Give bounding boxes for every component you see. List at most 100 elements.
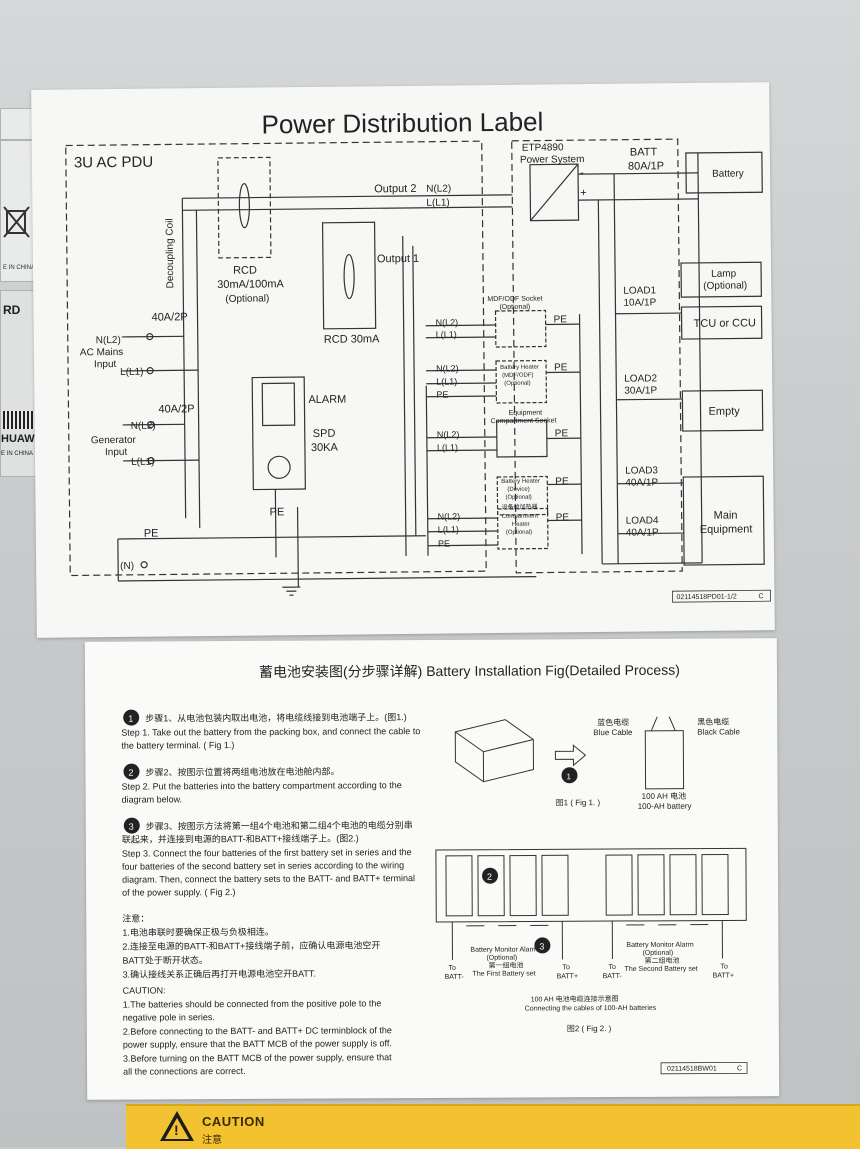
ac-mains-input: Input [94,359,117,370]
sticker-code: RD [3,303,20,317]
heater-mdf-l: L(L1) [436,376,457,386]
ac-mains-label: AC Mains [80,347,123,358]
compartment-heater-optional: (Optional) [506,530,532,536]
caution-strip-title: CAUTION [202,1114,265,1129]
battery-label: Battery [712,168,744,179]
dc-plus: + [580,187,587,199]
pdu-title: 3U AC PDU [74,154,153,172]
caution-title: CAUTION: [123,985,166,995]
mdf-l: L(L1) [436,329,457,339]
label-title: Power Distribution Label [261,107,543,140]
dc-minus: - [580,167,584,179]
fig1-caption: 图1 ( Fig 1. ) [556,798,601,807]
mdf-socket-optional: (Optional) [499,304,530,311]
step3-en-4: of the power supply. ( Fig 2.) [122,887,235,898]
bottom-revision: C [737,1065,742,1072]
output2-l: L(L1) [426,198,449,209]
equipment-label: Equipment [509,410,543,417]
equipment-socket-label: Compartment Socket [491,417,557,425]
load1-label: LOAD1 [623,285,656,296]
heater-mdf-pe: PE [436,390,448,400]
power-distribution-label: Power Distribution Label 3U AC PDU Decou… [31,82,775,638]
etp-model: ETP4890 [522,142,564,153]
set1-cn: 第一组电池 [488,961,523,970]
step3-en-1: Step 3. Connect the four batteries of th… [122,847,412,859]
output2-n: N(L2) [426,183,451,194]
to-label-1: To [449,965,457,972]
pe-pdu-label: PE [270,506,285,518]
monitor1-optional: (Optional) [486,955,517,962]
fig1-marker: 1 [566,772,571,781]
install-title: 蓄电池安装图(分步骤详解) Battery Installation Fig(D… [259,662,680,680]
monitor2-optional: (Optional) [642,950,673,957]
caution-strip: ! CAUTION 注意 [126,1104,860,1149]
batt-rating: 80A/1P [628,160,664,172]
spd-rating: 30KA [311,442,339,454]
caution-6: all the connections are correct. [123,1066,246,1077]
caution-4: power supply, ensure that the BATT MCB o… [123,1038,392,1049]
compartment-heater-label: Compartment [502,514,539,520]
set1-label: The First Battery set [473,970,536,977]
fig2-marker-3: 3 [539,941,544,951]
step3-marker: 3 [129,822,134,832]
heater-device-optional: (Optional) [505,495,531,501]
mdf-pe: PE [554,314,568,325]
step2-marker: 2 [128,768,133,778]
caution-1: 1.The batteries should be connected from… [123,998,382,1009]
batt-minus-1: BATT- [445,974,465,981]
power-distribution-diagram: Power Distribution Label 3U AC PDU Decou… [31,82,775,638]
fig2-marker-2: 2 [487,872,492,882]
load2-label: LOAD2 [624,373,657,384]
caution-3: 2.Before connecting to the BATT- and BAT… [123,1025,392,1036]
rcd1-label: RCD [233,265,257,277]
rcd1-rating: 30mA/100mA [217,278,284,291]
heater-mdf-n: N(L2) [436,363,459,373]
output2-label: Output 2 [374,183,416,195]
heater-n: N(L2) [438,511,461,521]
rcd2-label: RCD 30mA [324,333,380,346]
caution-2: negative pole in series. [123,1012,215,1022]
ac-l-label: L(L1) [120,367,143,378]
load2-rating: 30A/1P [624,385,657,396]
step2-en-2: diagram below. [122,794,183,804]
rcd1-optional: (Optional) [225,293,269,304]
batt-label: BATT [630,146,658,158]
etp-power-system: Power System [520,154,585,166]
equip-n: N(L2) [437,429,460,439]
step1-en-1: Step 1. Take out the battery from the pa… [121,726,420,738]
alarm-label: ALARM [308,394,346,406]
monitor1-label: Battery Monitor Alarm [470,946,538,953]
main-equipment-sub: Equipment [700,523,753,536]
heater-device-sub: (Device) [507,487,529,493]
ac-breaker-rating: 40A/2P [151,311,187,323]
step1-cn: 步骤1、从电池包装内取出电池，将电缆线接到电池端子上。(图1.) [145,711,407,723]
spd-label: SPD [313,428,336,440]
load4-label: LOAD4 [626,515,659,526]
gen-l-label: L(L1) [131,457,154,468]
gen-n-label: N(L2) [131,421,156,432]
load3-label: LOAD3 [625,465,658,476]
equip-pe: PE [555,428,569,439]
made-in-text: E IN CHINA [3,265,35,271]
note-cn-2: 2.连接至电源的BATT-和BATT+接线端子前，应确认电源电池空开 [122,939,380,951]
to-label-2: To [563,964,571,971]
compartment-heater-sub: Heater [512,522,530,528]
fig2-caption: 图2 ( Fig 2. ) [567,1024,612,1033]
pe-bus-label: PE [144,528,159,540]
gen-breaker-rating: 40A/2P [158,403,194,415]
batt-plus-2: BATT+ [713,972,735,979]
battery-cn: 100 AH 电池 [642,791,687,801]
generator-label: Generator [91,435,137,446]
cables-cn: 100 AH 电池电缆连接示意图 [531,994,619,1003]
note-cn-1: 1.电池串联时要确保正极与负极相连。 [122,926,274,938]
load1-rating: 10A/1P [623,297,656,308]
heater-pe: PE [438,539,450,549]
caution-strip-sub: 注意 [202,1131,222,1146]
heater-device-label: Battery Heater [501,479,540,485]
blue-cable-cn: 蓝色电缆 [597,717,629,727]
step2-cn: 步骤2、按图示位置将两组电池放在电池舱内部。 [145,765,339,777]
note-cn-4: 3.确认接线关系正确后再打开电源电池空开BATT. [123,968,316,980]
top-revision: C [758,593,763,600]
neutral-label: (N) [120,561,134,572]
note-cn-title: 注意： [122,912,149,923]
